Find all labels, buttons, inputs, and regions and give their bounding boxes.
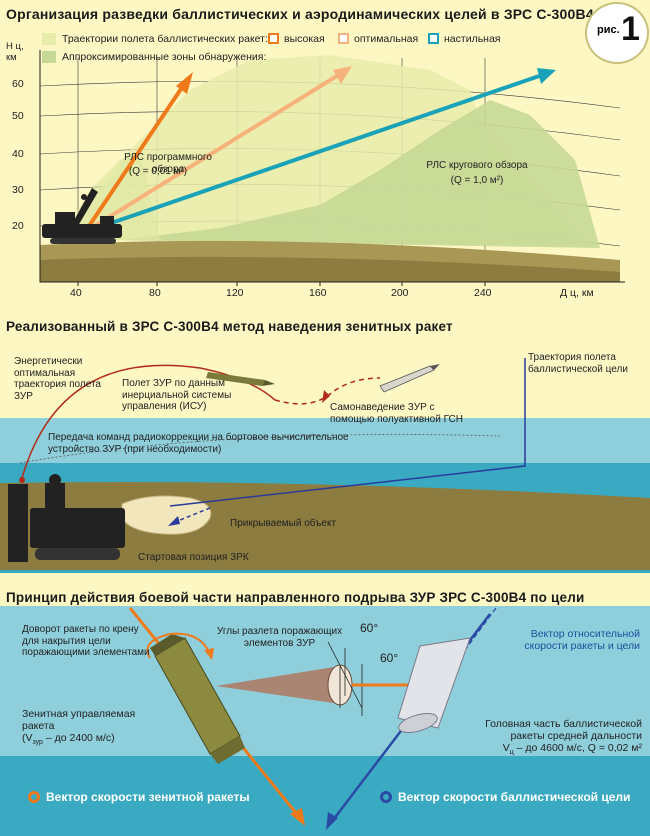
- ballistic-warhead-icon: [397, 637, 471, 733]
- sam-velocity-label: Вектор скорости зенитной ракеты: [46, 790, 250, 804]
- sam-label-sub: зур: [32, 739, 43, 747]
- figure-label: рис.: [597, 24, 620, 36]
- sam-warhead-missile-icon: [150, 634, 245, 764]
- target-velocity-label: Вектор скорости баллистической цели: [398, 790, 631, 804]
- legend-optimal-swatch: [338, 33, 349, 44]
- radar-circular-q: (Q = 1,0 м²): [450, 175, 504, 186]
- target-missile-icon: [379, 364, 440, 393]
- sam-label-paren: (V: [22, 732, 33, 745]
- trajectory-flat: [84, 72, 546, 234]
- angle-label-1: 60°: [360, 621, 379, 635]
- radio-correction-label: Передача команд радиокоррекции на бортов…: [48, 432, 349, 455]
- legend-high-swatch: [268, 33, 279, 44]
- radar-program-label: РЛС программного обзора: [124, 152, 212, 175]
- section3-title: Принцип действия боевой части направленн…: [6, 590, 585, 605]
- section2-diagram: [0, 308, 650, 573]
- launch-vehicle-icon: [8, 474, 125, 562]
- warhead-label-v: V: [502, 742, 510, 755]
- y-tick-20: 20: [12, 220, 24, 232]
- x-tick-80: 80: [149, 287, 161, 299]
- warhead-label: Головная часть баллистической ракеты сре…: [480, 718, 642, 757]
- y-axis-label: Н ц, км: [6, 41, 24, 63]
- trajectory-high: [83, 84, 185, 234]
- launch-position-label: Стартовая позиция ЗРК: [138, 552, 249, 563]
- legend-zones-swatch: [42, 51, 56, 63]
- figure-number: 1: [621, 10, 640, 48]
- warhead-label-sub: ц: [509, 749, 514, 757]
- legend-flat-swatch: [428, 33, 439, 44]
- y-tick-50: 50: [12, 110, 24, 122]
- figure-badge: рис. 1: [585, 2, 649, 64]
- relative-velocity-label: Вектор относительной скорости ракеты и ц…: [524, 628, 640, 653]
- legend-flat-label: настильная: [444, 33, 501, 45]
- launcher-vehicle-icon: [42, 188, 122, 244]
- energy-trajectory-label: Энергетически оптимальная траектория пол…: [14, 356, 101, 402]
- section2-title: Реализованный в ЗРС С-300В4 метод наведе…: [6, 319, 453, 334]
- radar-circular-label: РЛС кругового обзора: [426, 160, 528, 171]
- sam-missile-icon: [206, 372, 275, 386]
- x-tick-40: 40: [70, 287, 82, 299]
- flight-isu-label: Полет ЗУР по данным инерциальной системы…: [122, 378, 232, 412]
- section1-chart: [39, 50, 625, 286]
- legend-optimal-label: оптимальная: [354, 33, 419, 45]
- y-tick-40: 40: [12, 148, 24, 160]
- warhead-label-speed: – до 4600 м/с, Q = 0,02 м²: [513, 742, 642, 755]
- x-tick-120: 120: [226, 287, 244, 299]
- homing-label: Самонаведение ЗУР с помощью полуактивной…: [330, 402, 463, 425]
- sam-label: Зенитная управляемая ракета (Vзур – до 2…: [22, 708, 162, 747]
- sam-label-speed: – до 2400 м/с): [42, 732, 115, 745]
- fragment-cone-shape: [216, 666, 340, 704]
- warhead-label-text: Головная часть баллистической ракеты сре…: [485, 718, 642, 743]
- rocket-turn-label: Доворот ракеты по крену для накрытия цел…: [22, 624, 150, 658]
- legend-trajectories-label: Траектории полета баллистических ракет:: [62, 33, 268, 45]
- legend-trajectories-swatch: [42, 33, 56, 45]
- separator-1: [0, 303, 650, 307]
- x-axis-label: Д ц, км: [560, 287, 594, 299]
- y-tick-60: 60: [12, 78, 24, 90]
- section3-diagram: [0, 606, 650, 836]
- angle-label-2: 60°: [380, 651, 399, 665]
- zone-circular: [120, 100, 600, 248]
- x-tick-240: 240: [474, 287, 492, 299]
- section1-title: Организация разведки баллистических и аэ…: [6, 6, 594, 22]
- protected-object-shape: [121, 495, 212, 535]
- target-velocity-marker-icon: [380, 791, 392, 803]
- target-trajectory-label: Траектория полета баллистической цели: [528, 352, 628, 375]
- x-tick-160: 160: [309, 287, 327, 299]
- y-tick-30: 30: [12, 184, 24, 196]
- legend-zones-label: Аппроксимированные зоны обнаружения:: [62, 51, 267, 63]
- radar-program-q: (Q = 0,01 м²): [128, 166, 188, 177]
- protected-object-label: Прикрываемый объект: [230, 518, 337, 529]
- sam-label-text: Зенитная управляемая ракета: [22, 708, 136, 733]
- trajectory-optimal: [83, 72, 342, 234]
- legend-high-label: высокая: [284, 33, 325, 45]
- angles-label: Углы разлета поражающих элементов ЗУР: [216, 626, 343, 649]
- separator-2: [0, 578, 650, 582]
- x-tick-200: 200: [391, 287, 409, 299]
- sam-velocity-marker-icon: [28, 791, 40, 803]
